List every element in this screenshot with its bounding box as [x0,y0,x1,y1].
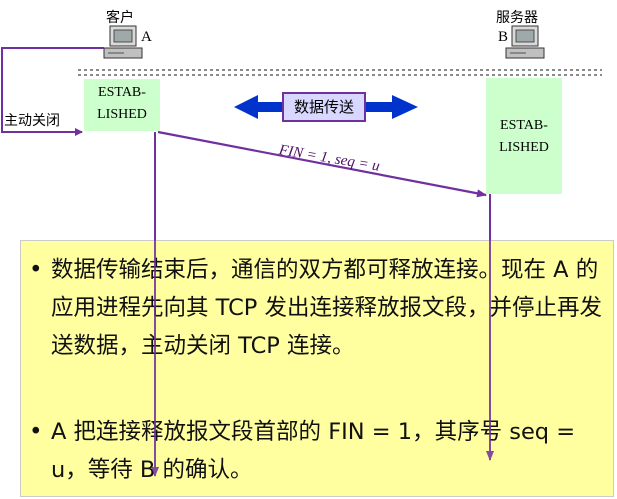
client-letter: A [141,29,152,45]
bullet-text-2: A 把连接释放报文段首部的 FIN = 1，其序号 seq = u，等待 B 的… [51,419,576,483]
bullet-marker-1: • [29,257,43,283]
explanation-panel: • 数据传输结束后，通信的双方都可释放连接。现在 A 的应用进程先向其 TCP … [20,240,614,497]
bullet-text-1: 数据传输结束后，通信的双方都可释放连接。现在 A 的应用进程先向其 TCP 发出… [51,257,603,359]
client-state-box: ESTAB- LISHED [84,79,160,131]
client-computer-icon [103,25,143,59]
server-letter: B [498,29,509,45]
client-label: 客户 [106,10,134,26]
server-label: 服务器 [496,10,538,26]
bullet-marker-2: • [29,419,43,445]
client-state-line1: ESTAB- [98,85,146,100]
server-state-line1: ESTAB- [500,118,548,133]
active-close-arrow [1,47,104,136]
client-state-line2: LISHED [97,107,147,122]
active-close-label: 主动关闭 [4,113,60,129]
server-state-line2: LISHED [499,140,549,155]
server-computer-icon [505,25,545,59]
fin-message-arrow [157,130,487,198]
data-transfer-label: 数据传送 [282,92,366,122]
server-state-box: ESTAB- LISHED [486,78,562,194]
